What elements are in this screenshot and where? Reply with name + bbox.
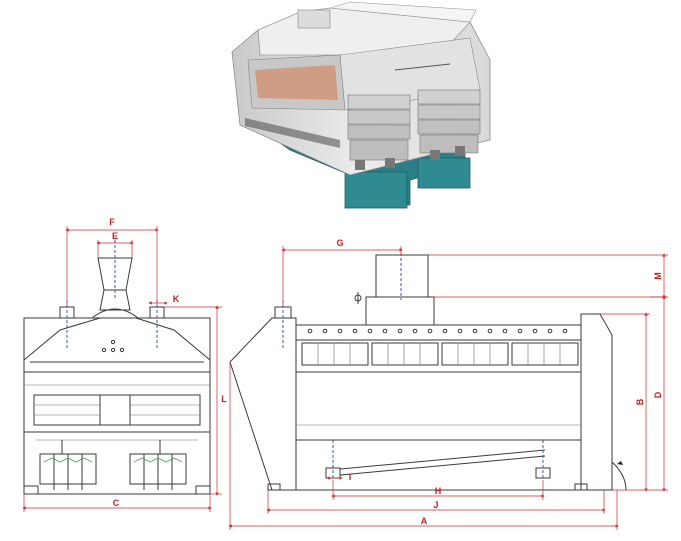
side-view-drawing <box>229 248 627 491</box>
side-right-end-panel <box>580 313 613 491</box>
front-bottom-outlets <box>39 440 187 490</box>
dimension-label-B: B <box>635 398 645 405</box>
front-view-drawing <box>23 240 211 495</box>
dimension-label-C: C <box>113 498 120 508</box>
dimension-label-E: E <box>112 231 118 241</box>
dimension-label-J: J <box>433 500 438 510</box>
side-view-dimensions: G M B D I H J A <box>228 238 668 530</box>
front-body-outline <box>23 317 211 495</box>
side-left-end-panel <box>229 317 297 491</box>
dimension-label-H: H <box>435 486 442 496</box>
side-drawer-panels <box>301 342 579 366</box>
grain-separator-machine-photo <box>231 1 491 209</box>
dimension-label-K: K <box>173 294 180 304</box>
side-inlet-hopper <box>375 254 429 298</box>
dimension-label-G: G <box>336 238 343 248</box>
front-roof-right <box>135 317 211 361</box>
dimension-label-D: D <box>653 391 663 398</box>
dimension-label-I: I <box>349 472 352 482</box>
dimension-label-A: A <box>421 516 428 526</box>
front-roof-left <box>23 317 101 361</box>
dimension-label-L: L <box>221 394 227 404</box>
front-view-dimensions: F E K L C <box>22 217 227 512</box>
dimension-label-M: M <box>653 272 663 280</box>
side-vent-holes <box>307 328 568 334</box>
dimension-label-F: F <box>109 217 115 227</box>
